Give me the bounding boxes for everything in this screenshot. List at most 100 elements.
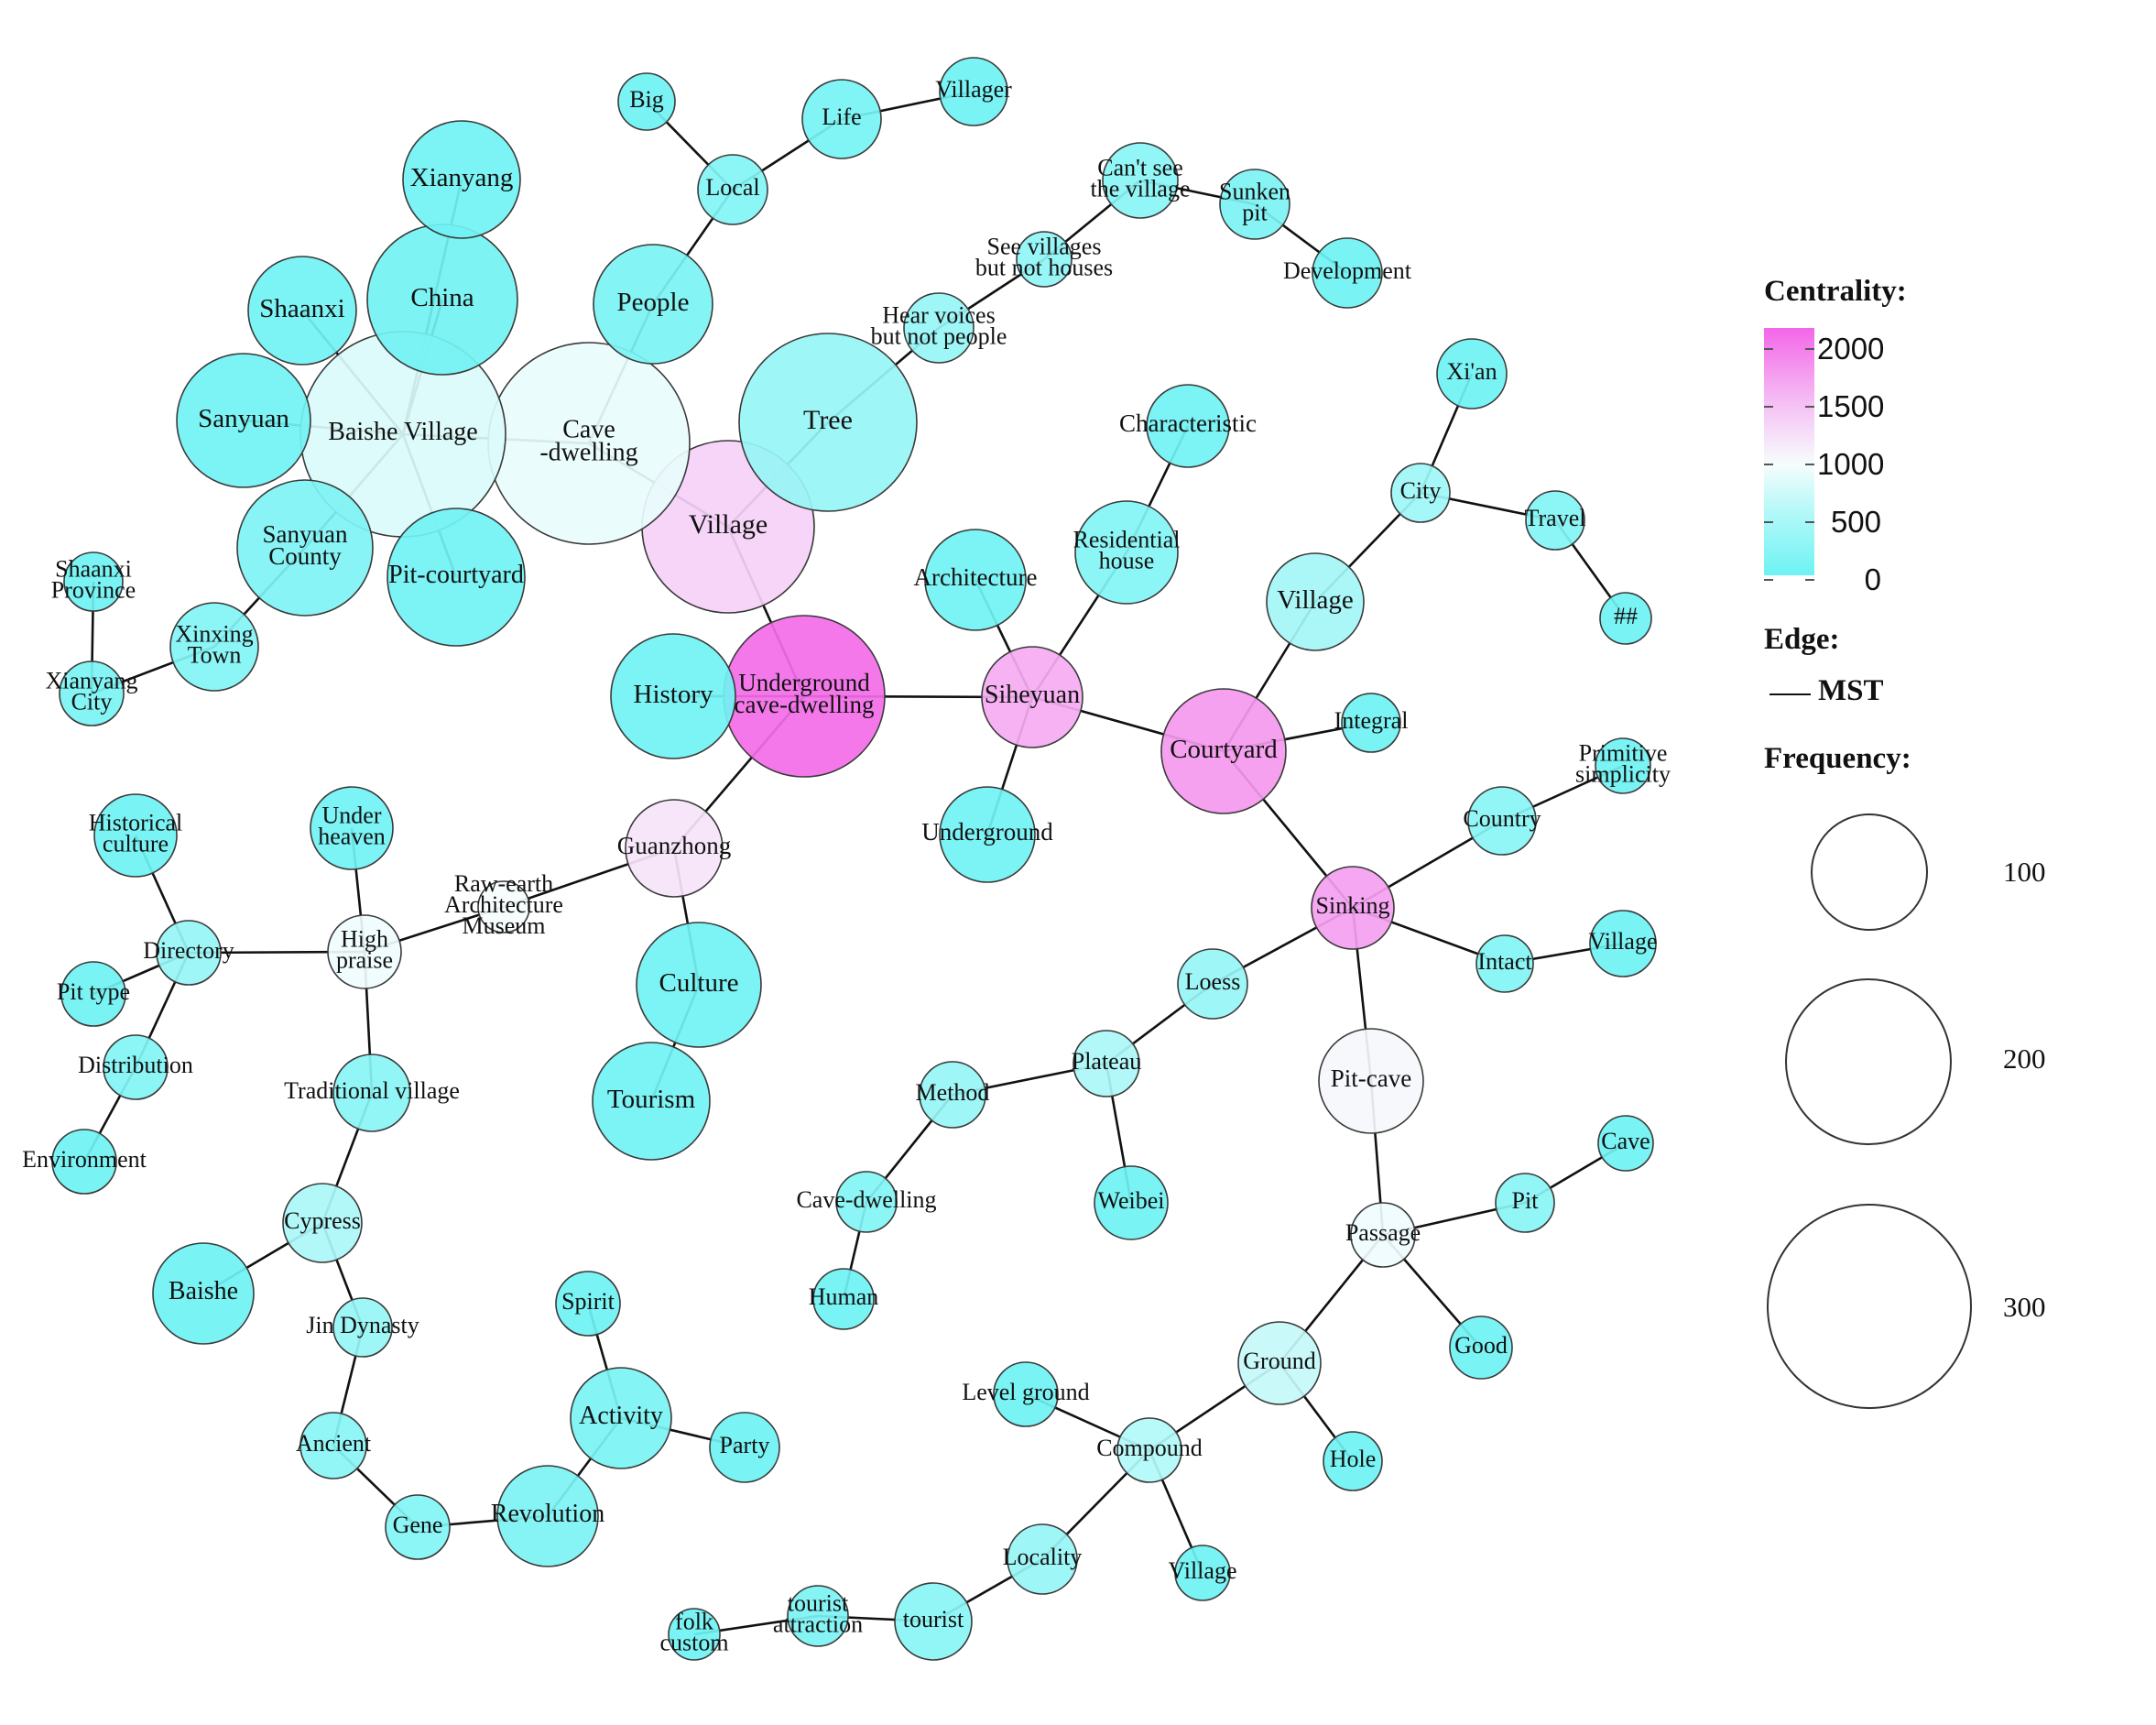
node-cave-dwelling-top: Cave-dwelling — [487, 342, 691, 545]
node-circle — [282, 1183, 363, 1263]
node-hash: ## — [1599, 592, 1652, 645]
colorbar-tick-right — [1805, 464, 1814, 465]
node-circle — [1467, 786, 1537, 856]
node-guanzhong: Guanzhong — [617, 799, 731, 898]
node-ancient: Ancient — [296, 1412, 372, 1479]
node-characteristic: Characteristic — [1119, 384, 1257, 468]
node-circle — [939, 786, 1036, 883]
node-weibei: Weibei — [1094, 1165, 1169, 1240]
node-circle — [1599, 592, 1652, 645]
node-label: Xi'an — [1446, 358, 1497, 385]
node-circle — [1312, 237, 1383, 309]
node-pit-cave: Pit-cave — [1318, 1028, 1424, 1134]
colorbar-tick-right — [1805, 348, 1814, 350]
node-circle — [51, 1129, 117, 1195]
node-label: Sanyuan — [198, 404, 289, 433]
frequency-legend-title: Frequency: — [1764, 742, 1911, 775]
node-integral: Integral — [1334, 693, 1408, 753]
node-big: Big — [617, 72, 676, 131]
node-label: Plateau — [1072, 1048, 1142, 1075]
node-level-ground: Level ground — [962, 1361, 1090, 1427]
node-circle — [1094, 1165, 1169, 1240]
node-circle — [332, 1054, 411, 1132]
node-label: Shaanxi — [259, 294, 344, 323]
node-circle — [1219, 169, 1290, 240]
node-circle — [93, 793, 178, 878]
node-label: Ground — [1243, 1348, 1315, 1374]
colorbar-tick-label: 0 — [1864, 562, 1881, 596]
node-circle — [1525, 490, 1585, 551]
node-label: Village — [1169, 1557, 1237, 1584]
node-cave-dwelling-bottom: Cave-dwelling — [796, 1171, 937, 1233]
node-circle — [592, 1042, 711, 1161]
node-human: Human — [809, 1268, 878, 1330]
node-loess: Loess — [1177, 948, 1248, 1020]
node-label: Travel — [1525, 505, 1586, 531]
node-circle — [610, 633, 736, 759]
node-circle — [1160, 688, 1287, 814]
node-label: Gene — [393, 1512, 443, 1538]
node-sanyuan: Sanyuan — [176, 353, 311, 488]
node-circle — [299, 1412, 367, 1479]
node-activity: Activity — [570, 1367, 672, 1469]
node-circle — [668, 1608, 721, 1661]
node-circle — [1436, 338, 1508, 409]
node-pit-courtyard: Pit-courtyard — [387, 508, 526, 647]
legend: Centrality: 2000 1500 1000 500 0 Edge: M… — [1760, 267, 2145, 1458]
node-label: Cave-dwelling — [539, 416, 637, 467]
node-sinking: Sinking — [1311, 866, 1395, 950]
node-party: Party — [709, 1412, 780, 1483]
frequency-label: 200 — [2003, 1043, 2046, 1075]
node-label: Passage — [1345, 1219, 1421, 1246]
node-label: Loess — [1185, 968, 1241, 995]
node-circle — [1318, 1028, 1424, 1134]
node-label: Pit-courtyard — [388, 561, 524, 589]
node-circle — [1146, 384, 1230, 468]
node-tree: Tree — [738, 333, 918, 512]
node-label: Cypress — [284, 1207, 361, 1234]
node-circle — [801, 79, 882, 159]
node-circle — [709, 1412, 780, 1483]
node-circle — [327, 914, 402, 989]
node-circle — [1589, 910, 1657, 977]
frequency-circle-300 — [1767, 1204, 1972, 1409]
node-courtyard: Courtyard — [1160, 688, 1287, 814]
node-circle — [555, 1271, 621, 1337]
colorbar-tick-right — [1805, 579, 1814, 581]
node-circle — [924, 529, 1027, 631]
node-circle — [903, 292, 975, 364]
node-circle — [1266, 552, 1365, 651]
node-pit: Pit — [1495, 1173, 1555, 1233]
node-label: Weibei — [1098, 1187, 1165, 1214]
node-circle — [1073, 1030, 1140, 1097]
node-label: Compound — [1096, 1435, 1203, 1461]
node-circle — [310, 786, 394, 870]
colorbar-tick-label: 1000 — [1817, 447, 1885, 481]
colorbar-tick-left — [1764, 521, 1773, 523]
node-label: Villager — [935, 76, 1012, 103]
node-village-right: Village — [1266, 552, 1365, 651]
node-circle — [156, 920, 222, 986]
node-circle — [697, 154, 768, 225]
node-tourism: Tourism — [592, 1042, 711, 1161]
node-circle — [1350, 1202, 1416, 1268]
node-development: Development — [1283, 237, 1412, 309]
node-life: Life — [801, 79, 882, 159]
node-circle — [477, 880, 530, 933]
node-label: Village — [1589, 928, 1658, 955]
colorbar-tick-right — [1805, 521, 1814, 523]
node-circle — [1016, 231, 1073, 288]
